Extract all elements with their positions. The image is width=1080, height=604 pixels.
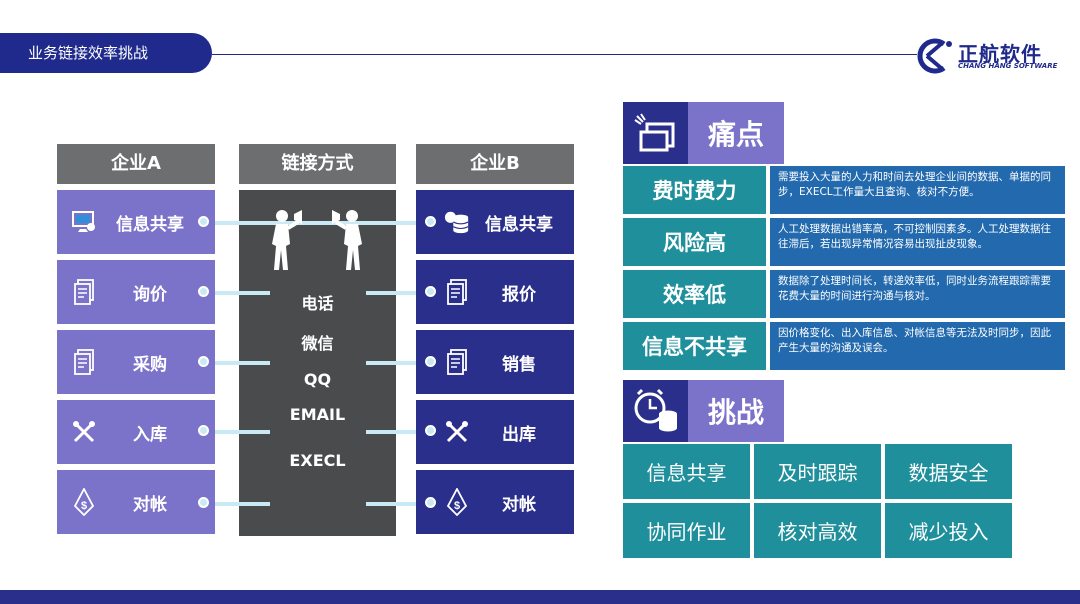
- item-label: 报价: [502, 284, 536, 305]
- company-b-item: 出库: [416, 400, 574, 464]
- item-label: 信息共享: [485, 214, 553, 235]
- method-wechat: 微信: [301, 334, 334, 353]
- item-label: 出库: [502, 424, 536, 445]
- dollar-pen-icon: $: [444, 487, 470, 517]
- method-phone: 电话: [301, 294, 334, 313]
- item-label: 采购: [133, 354, 167, 375]
- item-label: 销售: [502, 354, 536, 375]
- logo-name: 正航软件: [958, 42, 1042, 66]
- company-b-item: $ 对帐: [416, 470, 574, 534]
- logo-subtitle: CHANG HANG SOFTWARE: [958, 62, 1058, 70]
- method-text-backdrop: [270, 232, 366, 532]
- challenge-item: 数据安全: [885, 444, 1012, 499]
- page-title: 业务链接效率挑战: [0, 33, 212, 73]
- pain-point-title: 风险高: [623, 218, 766, 266]
- connector-dot: [425, 286, 436, 297]
- pain-point-title: 费时费力: [623, 166, 766, 214]
- connector-dot: [198, 497, 209, 508]
- challenges-header: 挑战: [623, 380, 784, 442]
- company-b-item: 信息共享: [416, 190, 574, 254]
- document-icon: [71, 347, 97, 377]
- pain-points-header: 痛点: [623, 102, 784, 164]
- company-a-item: 采购: [57, 330, 215, 394]
- pain-point-desc: 因价格变化、出入库信息、对帐信息等无法及时同步，因此产生大量的沟通及误会。: [770, 322, 1065, 370]
- pain-point-row: 费时费力 需要投入大量的人力和时间去处理企业间的数据、单据的同步，EXECL工作…: [623, 166, 1065, 214]
- svg-text:$: $: [454, 500, 460, 512]
- challenge-item: 及时跟踪: [754, 444, 881, 499]
- method-header: 链接方式: [239, 144, 396, 184]
- method-qq: QQ: [303, 370, 332, 389]
- svg-text:$: $: [81, 500, 87, 512]
- connector-dot: [198, 356, 209, 367]
- company-b-item: 报价: [416, 260, 574, 324]
- pain-point-row: 信息不共享 因价格变化、出入库信息、对帐信息等无法及时同步，因此产生大量的沟通及…: [623, 322, 1065, 370]
- item-label: 询价: [133, 284, 167, 305]
- item-label: 入库: [133, 424, 167, 445]
- pain-point-desc: 数据除了处理时间长，转递效率低，同时业务流程跟踪需要花费大量的时间进行沟通与核对…: [770, 270, 1065, 318]
- connector-dot: [198, 425, 209, 436]
- connector-dot: [425, 425, 436, 436]
- challenges-title: 挑战: [688, 380, 784, 442]
- window-icon: [623, 102, 688, 164]
- pain-point-desc: 人工处理数据出错率高，不可控制因素多。人工处理数据往往滞后，若出现异常情况容易出…: [770, 218, 1065, 266]
- company-a-item: 信息共享: [57, 190, 215, 254]
- connector-line: [205, 221, 435, 225]
- challenge-item: 减少投入: [885, 503, 1012, 558]
- company-b-item: 销售: [416, 330, 574, 394]
- pain-point-desc: 需要投入大量的人力和时间去处理企业间的数据、单据的同步，EXECL工作量大且查询…: [770, 166, 1065, 214]
- document-icon: [444, 347, 470, 377]
- connector-dot: [198, 216, 209, 227]
- company-a-item: $ 对帐: [57, 470, 215, 534]
- document-icon: [444, 277, 470, 307]
- monitor-share-icon: [71, 207, 97, 237]
- company-a-item: 询价: [57, 260, 215, 324]
- database-icon: [444, 207, 470, 237]
- pain-point-title: 信息不共享: [623, 322, 766, 370]
- logo-mark-icon: [917, 38, 952, 74]
- item-label: 信息共享: [116, 214, 184, 235]
- challenge-item: 核对高效: [754, 503, 881, 558]
- connector-dot: [198, 286, 209, 297]
- method-email: EMAIL: [289, 405, 346, 424]
- item-label: 对帐: [133, 494, 167, 515]
- challenge-item: 协同作业: [623, 503, 750, 558]
- pain-point-title: 效率低: [623, 270, 766, 318]
- pain-point-row: 风险高 人工处理数据出错率高，不可控制因素多。人工处理数据往往滞后，若出现异常情…: [623, 218, 1065, 266]
- document-icon: [71, 277, 97, 307]
- company-a-item: 入库: [57, 400, 215, 464]
- method-execl: EXECL: [289, 451, 346, 470]
- company-a-header: 企业A: [57, 144, 215, 184]
- tools-icon: [444, 417, 470, 447]
- header-divider: [212, 54, 917, 55]
- connector-dot: [425, 216, 436, 227]
- people-talking-icon: [272, 210, 362, 270]
- company-logo: 正航软件 CHANG HANG SOFTWARE: [914, 38, 1064, 74]
- tools-icon: [71, 417, 97, 447]
- item-label: 对帐: [502, 494, 536, 515]
- dollar-pen-icon: $: [71, 487, 97, 517]
- company-b-header: 企业B: [416, 144, 574, 184]
- footer-bar: [0, 590, 1080, 604]
- clock-database-icon: [623, 380, 688, 442]
- pain-points-title: 痛点: [688, 102, 784, 164]
- pain-point-row: 效率低 数据除了处理时间长，转递效率低，同时业务流程跟踪需要花费大量的时间进行沟…: [623, 270, 1065, 318]
- connector-dot: [425, 497, 436, 508]
- connector-dot: [425, 356, 436, 367]
- challenge-item: 信息共享: [623, 444, 750, 499]
